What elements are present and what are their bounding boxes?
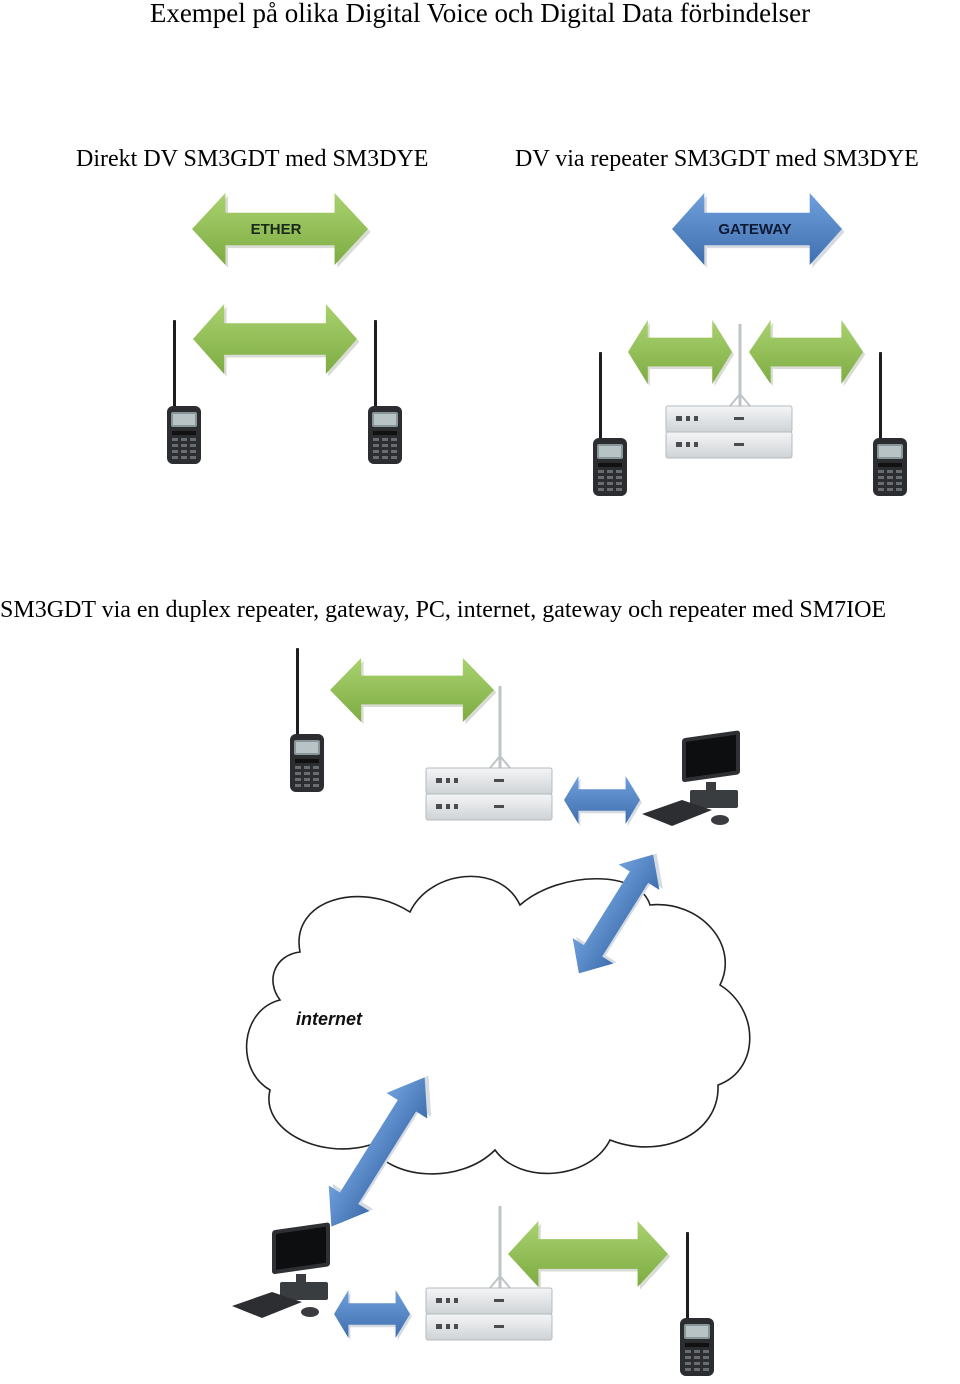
computer-icon bbox=[232, 1222, 330, 1318]
handheld-radio-icon bbox=[680, 1232, 714, 1376]
ether-label: ETHER bbox=[251, 221, 302, 238]
uplink-radio-arrow bbox=[330, 658, 497, 725]
gateway-label: GATEWAY bbox=[718, 221, 791, 238]
handheld-radio-icon bbox=[290, 648, 324, 792]
handheld-radio-icon bbox=[873, 352, 907, 496]
handheld-radio-icon bbox=[368, 320, 402, 464]
pc-repeater-arrow-bottom bbox=[334, 1290, 412, 1341]
handheld-radio-icon bbox=[593, 352, 627, 496]
page-title: Exempel på olika Digital Voice och Digit… bbox=[149, 0, 811, 28]
internet-label: internet bbox=[296, 1009, 363, 1029]
cloud-icon bbox=[245, 875, 751, 1175]
caption-duplex-internet: SM3GDT via en duplex repeater, gateway, … bbox=[0, 597, 887, 623]
repeater-link-arrow-left bbox=[628, 320, 735, 387]
caption-direct-dv: Direkt DV SM3GDT med SM3DYE bbox=[76, 146, 429, 172]
repeater-pc-arrow-top bbox=[564, 776, 642, 827]
computer-icon bbox=[642, 730, 740, 826]
direct-link-arrow bbox=[193, 304, 360, 377]
caption-dv-via-repeater: DV via repeater SM3GDT med SM3DYE bbox=[515, 146, 919, 172]
repeater-link-arrow-right bbox=[749, 320, 866, 387]
downlink-radio-arrow bbox=[508, 1221, 671, 1290]
